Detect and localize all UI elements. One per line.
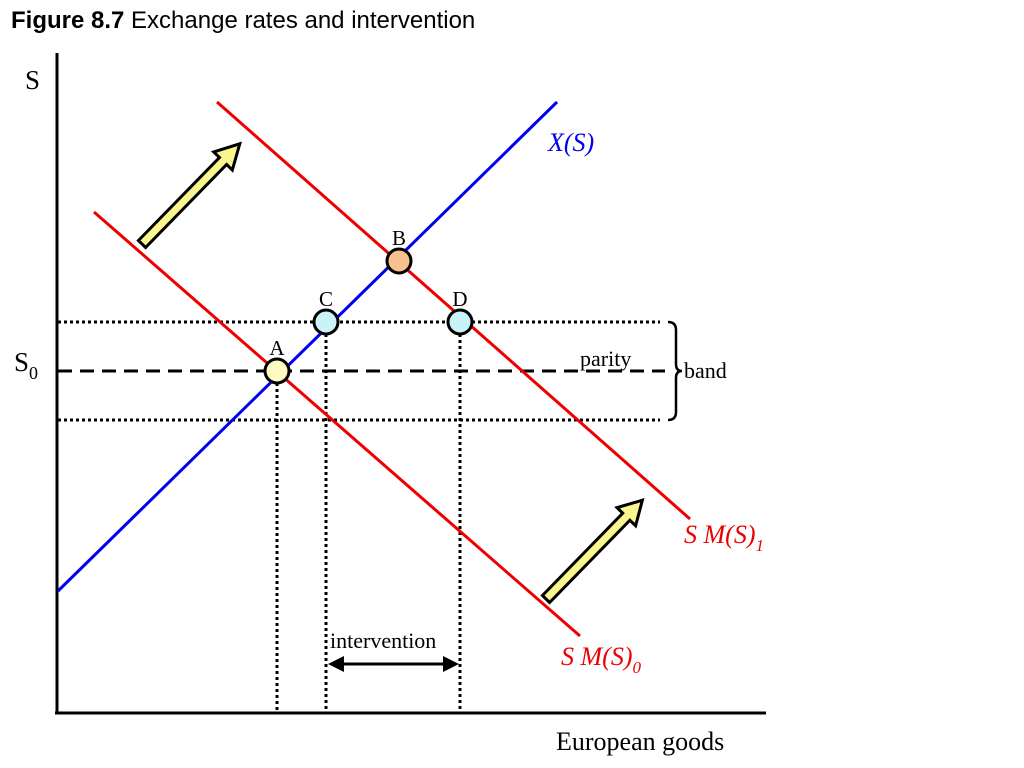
demand-curve-0-main: S M(S) (561, 642, 632, 671)
figure-caption: Exchange rates and intervention (131, 7, 476, 34)
point-b (385, 247, 413, 275)
demand-curve-0 (93, 210, 581, 638)
figure-number: Figure 8.7 (11, 7, 125, 34)
point-a (263, 357, 291, 385)
x-axis-label: European goods (556, 727, 724, 756)
intervention-label: intervention (330, 628, 436, 653)
point-c (312, 308, 340, 336)
point-b-label: B (392, 226, 406, 250)
s0-sub: 0 (29, 363, 38, 383)
supply-curve (56, 100, 559, 593)
demand-curve-1-sub: 1 (755, 536, 764, 555)
band-label: band (684, 358, 727, 383)
shift-arrow-upper (136, 141, 242, 250)
shift-arrow-lower (540, 498, 645, 605)
demand-curve-0-label: S M(S)0 (561, 642, 641, 677)
point-d-label: D (452, 287, 467, 311)
point-c-label: C (319, 287, 333, 311)
demand-curve-1-label: S M(S)1 (684, 520, 764, 555)
parity-label: parity (580, 346, 631, 371)
s0-label: S0 (14, 347, 38, 383)
intervention-arrow-right-head (443, 656, 459, 672)
intervention-arrow-left-head (328, 656, 344, 672)
s0-main: S (14, 347, 29, 377)
demand-curve-1-main: S M(S) (684, 520, 755, 549)
point-d (446, 308, 474, 336)
figure-title: Figure 8.7 Exchange rates and interventi… (11, 7, 475, 35)
point-a-label: A (269, 336, 285, 360)
y-axis-label: S (25, 65, 40, 95)
supply-curve-label: X(S) (547, 128, 594, 157)
demand-curve-0-sub: 0 (632, 658, 641, 677)
band-brace (667, 320, 683, 422)
